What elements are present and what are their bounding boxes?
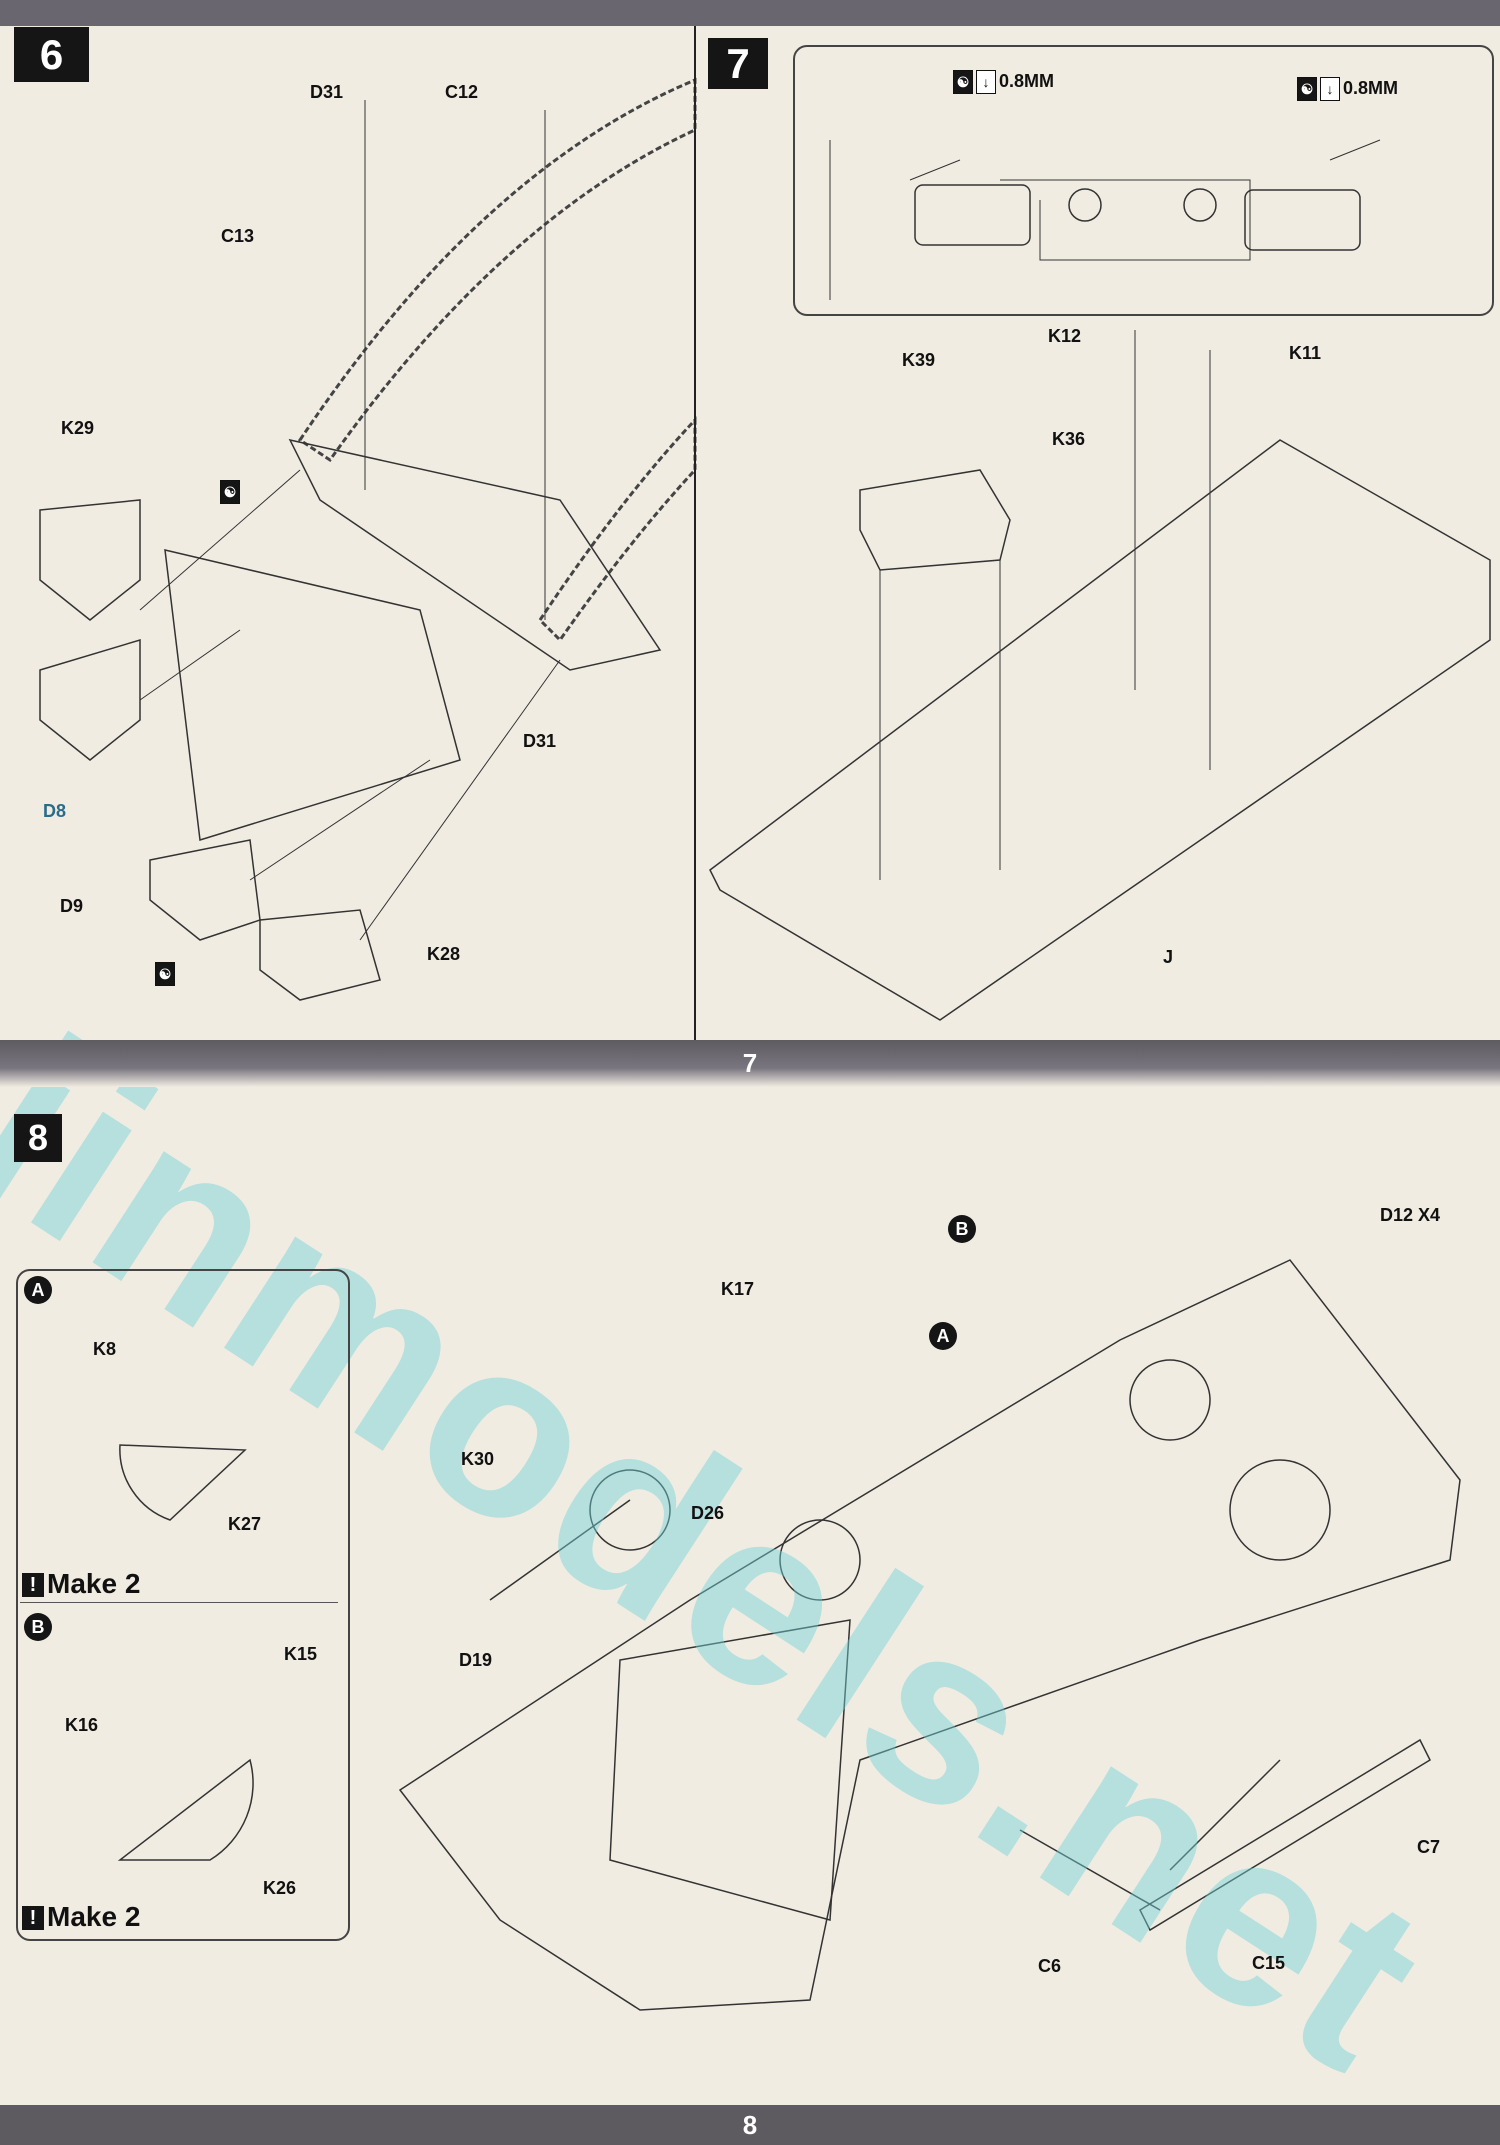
part-label: K12 — [1048, 326, 1082, 346]
part-label: D31 — [523, 731, 557, 751]
part-label: K17 — [721, 1279, 755, 1299]
cement-icon: ☯ — [220, 480, 243, 504]
part-label: D19 — [459, 1650, 493, 1670]
exclamation-icon: ! — [22, 1573, 44, 1597]
drill-icon: ↓ — [1320, 77, 1340, 101]
step-number-8: 8 — [14, 1114, 62, 1162]
rear-plate-inset — [793, 45, 1494, 316]
page-number-8: 8 — [0, 2105, 1500, 2145]
part-label: K15 — [284, 1644, 318, 1664]
part-label: D12 X4 — [1380, 1205, 1441, 1225]
fender-k29 — [39, 499, 141, 621]
hull-main — [398, 1259, 1461, 2011]
part-label: C12 — [445, 82, 479, 102]
drill-size: 0.8MM — [999, 70, 1055, 91]
hull-k39 — [859, 469, 1011, 571]
exclamation-icon: ! — [22, 1906, 44, 1930]
part-label: D9 — [60, 896, 84, 916]
part-label: K8 — [93, 1339, 117, 1359]
part-label: K28 — [427, 944, 461, 964]
part-label: K11 — [1289, 343, 1322, 363]
track-lower — [538, 416, 697, 643]
part-label: D26 — [691, 1503, 725, 1523]
page-7 — [0, 0, 1500, 1040]
subassembly-inset — [16, 1269, 350, 1941]
drill-note: ☯↓0.8MM — [953, 70, 1054, 94]
step-divider — [694, 26, 696, 1040]
marker-a: A — [929, 1322, 957, 1350]
part-label: C15 — [1252, 1953, 1286, 1973]
marker-a: A — [24, 1276, 52, 1304]
drill-icon: ↓ — [976, 70, 996, 94]
rear-plate — [164, 549, 461, 841]
drill-note: ☯↓0.8MM — [1297, 77, 1398, 101]
part-label: C7 — [1417, 1837, 1441, 1857]
part-label: C13 — [221, 226, 255, 246]
step-number-7: 7 — [708, 38, 768, 89]
part-label: D8 — [43, 801, 67, 821]
note-text: Make 2 — [47, 1568, 141, 1599]
track-upper — [297, 77, 697, 463]
part-label: K29 — [61, 418, 95, 438]
part-label: J — [1163, 947, 1174, 967]
part-label: C6 — [1038, 1956, 1062, 1976]
inset-divider — [20, 1602, 338, 1603]
fender-d8 — [39, 638, 141, 761]
make-2-note: !Make 2 — [22, 1901, 140, 1933]
step-number-6: 6 — [14, 27, 89, 82]
fender-d9 — [149, 839, 261, 941]
hull-c15 — [1139, 1738, 1431, 1932]
marker-b: B — [948, 1215, 976, 1243]
note-text: Make 2 — [47, 1901, 141, 1932]
hull-side — [288, 438, 662, 671]
part-label: D31 — [310, 82, 344, 102]
part-label: K39 — [902, 350, 936, 370]
page-8 — [0, 1087, 1500, 2105]
part-label: K16 — [65, 1715, 99, 1735]
cement-icon: ☯ — [155, 962, 178, 986]
fender-k28 — [259, 909, 381, 1001]
part-label: K26 — [263, 1878, 297, 1898]
part-label: K27 — [228, 1514, 262, 1534]
part-label: K36 — [1052, 429, 1086, 449]
cement-icon: ☯ — [1297, 77, 1317, 101]
marker-b: B — [24, 1613, 52, 1641]
part-label: K30 — [461, 1449, 495, 1469]
page-number-7: 7 — [0, 1040, 1500, 1087]
make-2-note: !Make 2 — [22, 1568, 140, 1600]
hull-floor-j — [709, 439, 1491, 1021]
cement-icon: ☯ — [953, 70, 973, 94]
drill-size: 0.8MM — [1343, 77, 1399, 98]
